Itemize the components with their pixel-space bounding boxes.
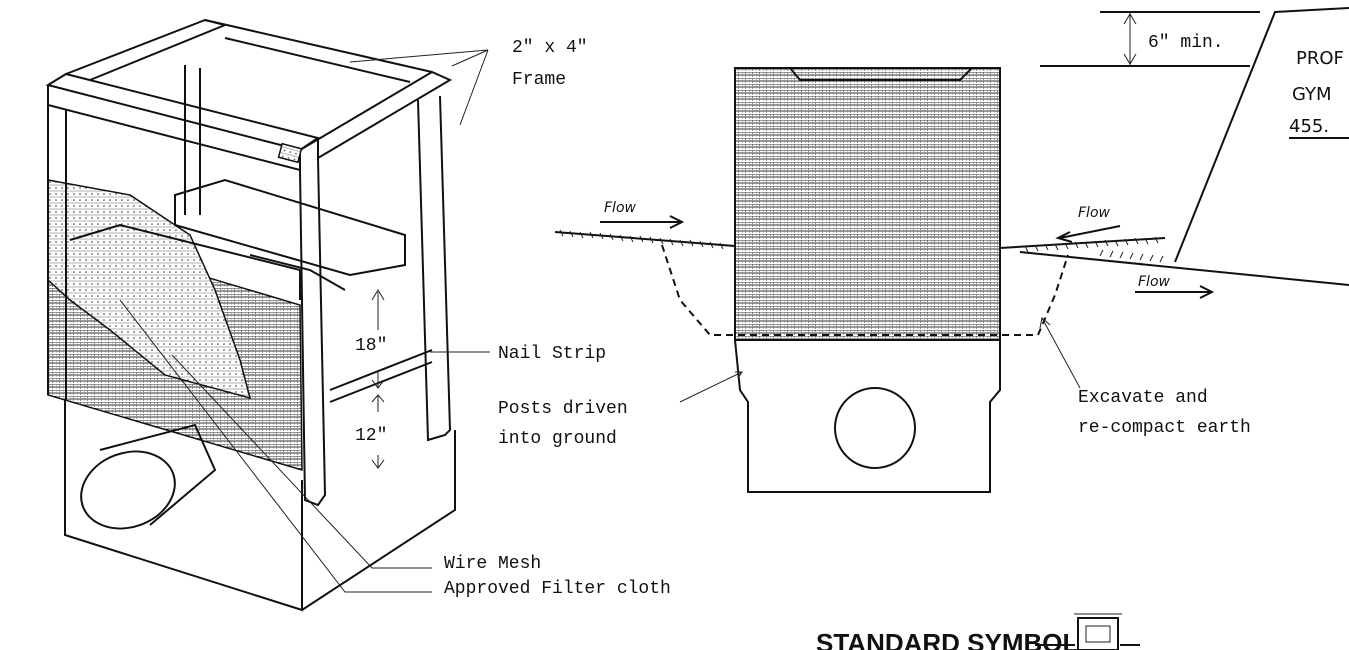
- flow-arrow-right-lower: [1135, 285, 1215, 299]
- nail-strip-label: Nail Strip: [498, 344, 606, 364]
- frame-leader: [349, 49, 489, 126]
- callout-text-line3: 455.: [1289, 116, 1329, 137]
- dimension-18-label: 18": [355, 336, 387, 356]
- wire-mesh-leader: [171, 354, 432, 569]
- frame-top-front-rail-face: [47, 85, 301, 172]
- filter-cloth-label: Approved Filter cloth: [444, 579, 671, 599]
- ground-line-left: [554, 231, 736, 247]
- inlet-grate-lower: [69, 223, 346, 300]
- flow-label-right-upper: Flow: [1078, 205, 1111, 221]
- excavate-label-line1: Excavate and: [1078, 388, 1208, 408]
- standard-symbol-icon: [1035, 613, 1140, 650]
- excavate-leader: [1039, 317, 1081, 389]
- posts-leader: [679, 371, 743, 403]
- frame-size-label: 2" x 4": [512, 38, 588, 58]
- outlet-pipe-body: [99, 423, 217, 526]
- inlet-box-front: [64, 400, 303, 612]
- ground-line-right: [999, 237, 1166, 249]
- excavate-label-line2: re-compact earth: [1078, 418, 1251, 438]
- flow-label-left: Flow: [604, 200, 637, 216]
- ground-hatch-right: [1024, 236, 1164, 263]
- filter-cloth-leader: [119, 299, 432, 593]
- post-end-grain: [277, 142, 303, 164]
- isometric-inlet-view: [45, 18, 490, 612]
- posts-label-line1: Posts driven: [498, 399, 628, 419]
- excavation-line-left: [661, 244, 1038, 336]
- depth-dimension: [1123, 12, 1137, 66]
- filter-cloth-torn-section: [47, 179, 252, 400]
- frame-top-rear-rail: [204, 19, 433, 83]
- callout-text-line2: GYM: [1292, 84, 1332, 105]
- callout-box-diagonal: [1174, 7, 1349, 263]
- flow-arrow-right-upper: [1055, 225, 1121, 243]
- flow-arrow-left: [600, 215, 685, 229]
- nail-strip-rail: [329, 349, 433, 403]
- inlet-grate-step: [174, 178, 406, 277]
- callout-text-line1: PROF: [1296, 48, 1344, 69]
- outlet-pipe-opening: [80, 450, 176, 530]
- frame-post-left-front: [47, 105, 67, 400]
- section-frame-top-notches: [735, 67, 1000, 81]
- ground-line-slope: [1019, 251, 1349, 286]
- frame-top-left-rail: [65, 18, 229, 81]
- section-inlet-box: [734, 339, 1001, 493]
- six-inch-min-label: 6" min.: [1148, 33, 1224, 53]
- frame-label: Frame: [512, 70, 566, 90]
- section-view: [554, 67, 1349, 493]
- excavation-line-right: [1037, 254, 1069, 336]
- ground-hatch-left: [559, 229, 724, 250]
- minimum-depth-detail: [1040, 7, 1349, 263]
- dimension-18-arrow: [371, 289, 385, 389]
- flow-label-right-lower: Flow: [1138, 274, 1171, 290]
- standard-symbol-label: STANDARD SYMBOL: [816, 628, 1079, 650]
- frame-post-front-right: [299, 157, 327, 507]
- frame-top-right-rail: [299, 70, 453, 160]
- section-outlet-pipe: [834, 387, 916, 469]
- dimension-12-arrow: [371, 394, 385, 469]
- inlet-box-side: [301, 430, 456, 611]
- wire-mesh-label: Wire Mesh: [444, 554, 541, 574]
- posts-label-line2: into ground: [498, 429, 617, 449]
- section-filter-mesh: [734, 67, 1001, 341]
- frame-top-front-rail: [45, 72, 321, 152]
- dimension-12-label: 12": [355, 426, 387, 446]
- frame-post-rear-right: [417, 95, 452, 442]
